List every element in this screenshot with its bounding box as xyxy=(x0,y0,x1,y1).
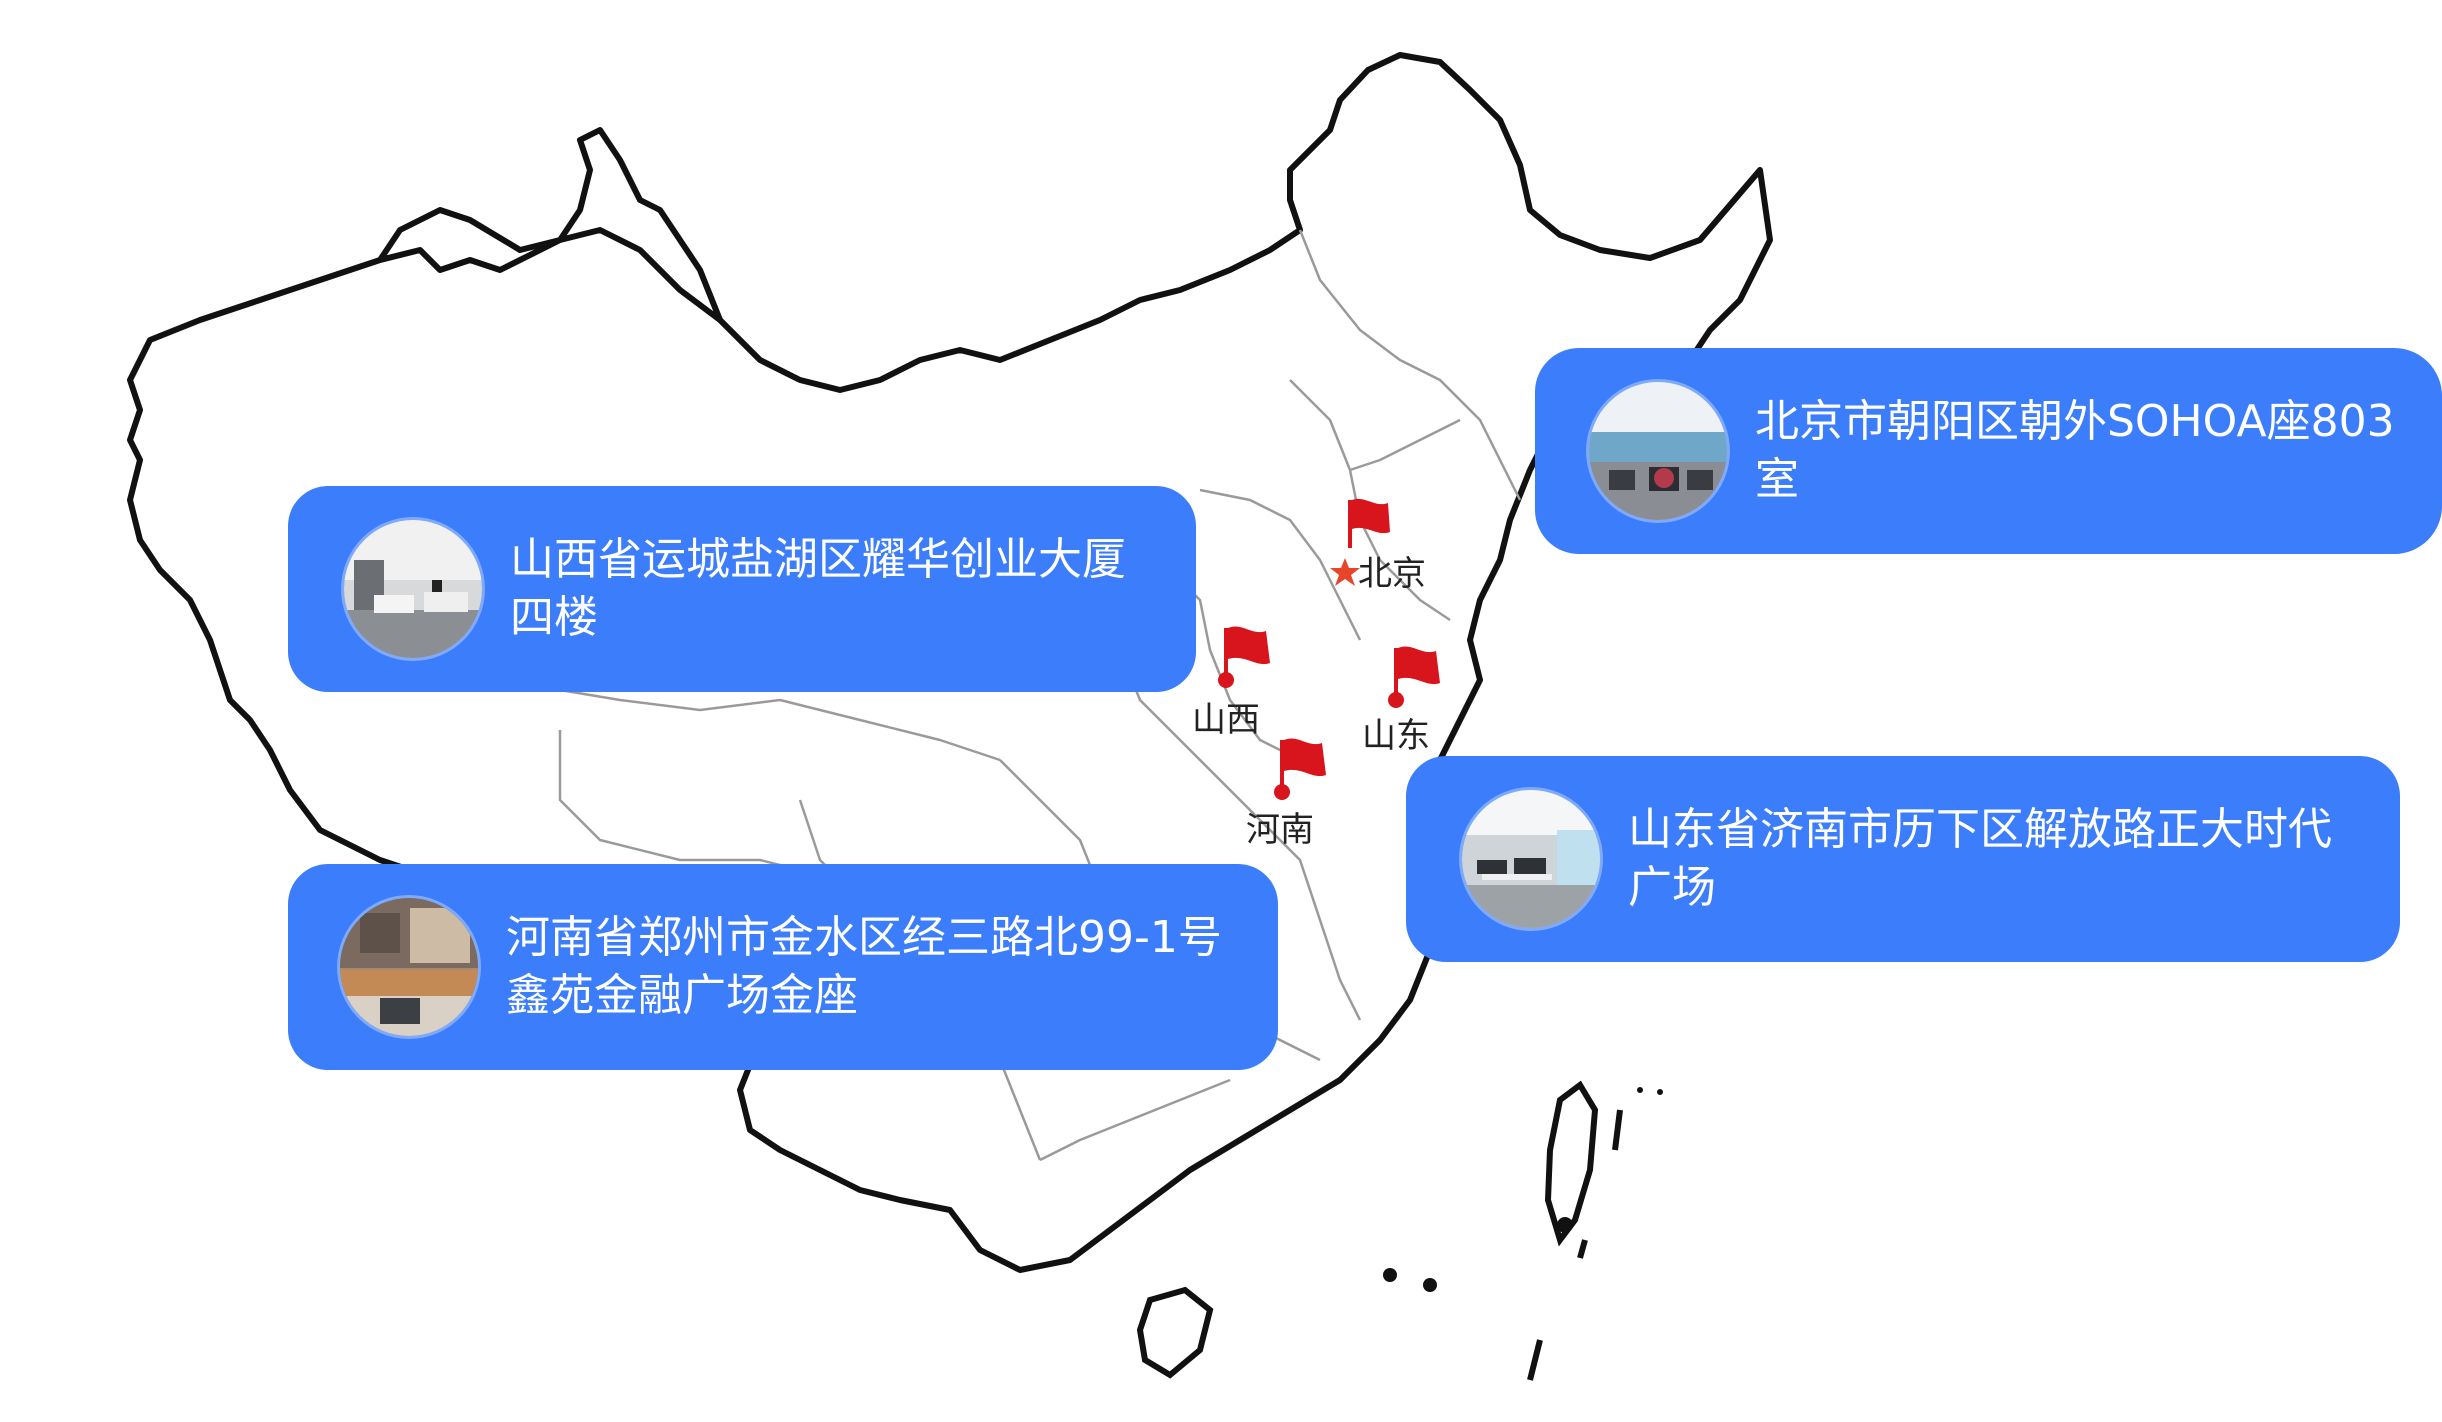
flag-icon xyxy=(1284,738,1326,777)
address-card-beijing[interactable]: 北京市朝阳区朝外SOHOA座803室 xyxy=(1535,348,2442,554)
hainan xyxy=(1136,1286,1214,1379)
marker-shanxi xyxy=(1218,626,1270,688)
office-photo xyxy=(344,520,482,658)
marker-label-shandong: 山东 xyxy=(1362,716,1430,756)
marker-beijing xyxy=(1330,498,1390,586)
flag-icon xyxy=(1398,646,1440,685)
address-text: 山西省运城盐湖区耀华创业大厦四楼 xyxy=(510,534,1126,643)
marker-label-henan: 河南 xyxy=(1246,810,1314,850)
marker-henan xyxy=(1274,738,1326,800)
office-photo xyxy=(1589,382,1727,520)
marker-shandong xyxy=(1388,646,1440,708)
marker-label-beijing: 北京 xyxy=(1358,554,1426,594)
address-card-shandong[interactable]: 山东省济南市历下区解放路正大时代广场 xyxy=(1406,756,2400,962)
marker-label-shanxi: 山西 xyxy=(1192,700,1260,740)
office-photo xyxy=(1462,790,1600,928)
address-text: 河南省郑州市金水区经三路北99-1号鑫苑金融广场金座 xyxy=(506,912,1222,1021)
address-card-shanxi[interactable]: 山西省运城盐湖区耀华创业大厦四楼 xyxy=(288,486,1196,692)
address-card-henan[interactable]: 河南省郑州市金水区经三路北99-1号鑫苑金融广场金座 xyxy=(288,864,1278,1070)
taiwan xyxy=(1544,1080,1599,1247)
address-text: 山东省济南市历下区解放路正大时代广场 xyxy=(1628,804,2332,913)
flag-icon xyxy=(1228,626,1270,665)
flag-icon xyxy=(1352,498,1390,534)
office-photo xyxy=(340,898,478,1036)
address-text: 北京市朝阳区朝外SOHOA座803室 xyxy=(1755,396,2395,505)
capital-star-icon xyxy=(1330,558,1360,586)
